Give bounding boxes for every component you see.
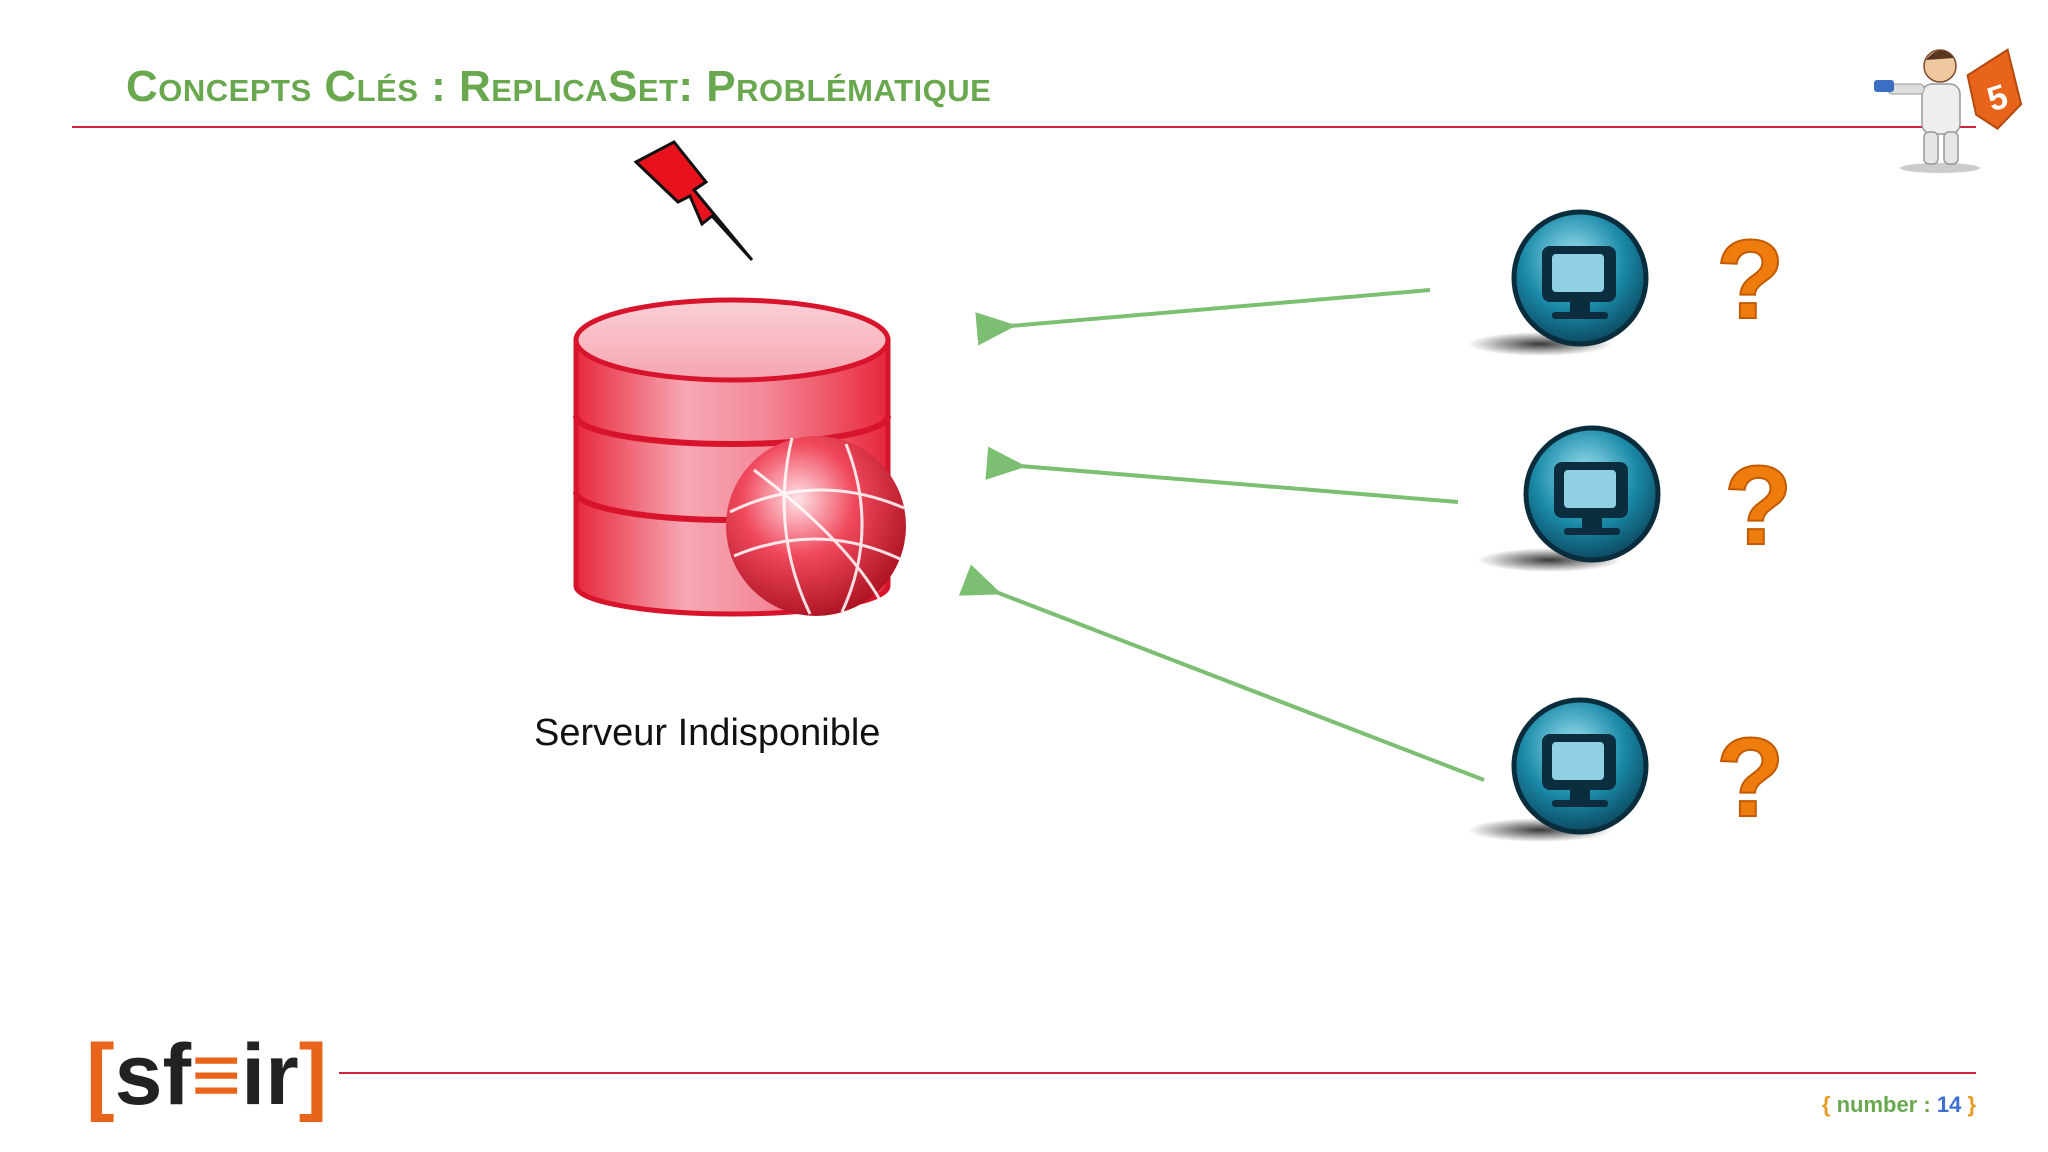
logo-symbol: ≡ xyxy=(191,1027,242,1123)
slide-number-brace-close: } xyxy=(1967,1092,1976,1117)
request-arrow-1 xyxy=(975,288,1431,346)
sfeir-logo: [sf≡ir] xyxy=(72,1027,340,1123)
slide-number-brace-open: { xyxy=(1821,1092,1831,1117)
logo-bracket-open: [ xyxy=(86,1027,115,1123)
footer-divider xyxy=(72,1072,1976,1074)
slide-number-separator: : xyxy=(1923,1092,1931,1117)
logo-text-right: ir xyxy=(241,1027,299,1123)
question-mark-icon: ? xyxy=(1716,715,1784,840)
html5-mascot-icon: 5 xyxy=(1874,48,2023,173)
slide-number: { number : 14 } xyxy=(1822,1092,1976,1118)
database-server-icon xyxy=(573,297,906,617)
client-computer-icon xyxy=(1478,425,1661,572)
title-divider xyxy=(72,126,1976,128)
client-computer-icon xyxy=(1468,697,1649,842)
request-arrow-2 xyxy=(985,446,1459,504)
question-mark-icon: ? xyxy=(1724,443,1792,568)
question-mark-icon: ? xyxy=(1716,217,1784,342)
slide-number-value: 14 xyxy=(1936,1092,1962,1117)
logo-text-left: sf xyxy=(114,1027,192,1123)
slide-title: Concepts Clés : ReplicaSet: Problématiqu… xyxy=(126,62,992,111)
lightning-icon xyxy=(633,140,754,262)
slide-number-label: number xyxy=(1836,1092,1918,1117)
logo-bracket-close: ] xyxy=(298,1027,328,1123)
server-status-caption: Serveur Indisponible xyxy=(534,712,881,754)
request-arrow-3 xyxy=(958,564,1485,782)
client-computer-icon xyxy=(1468,209,1649,356)
